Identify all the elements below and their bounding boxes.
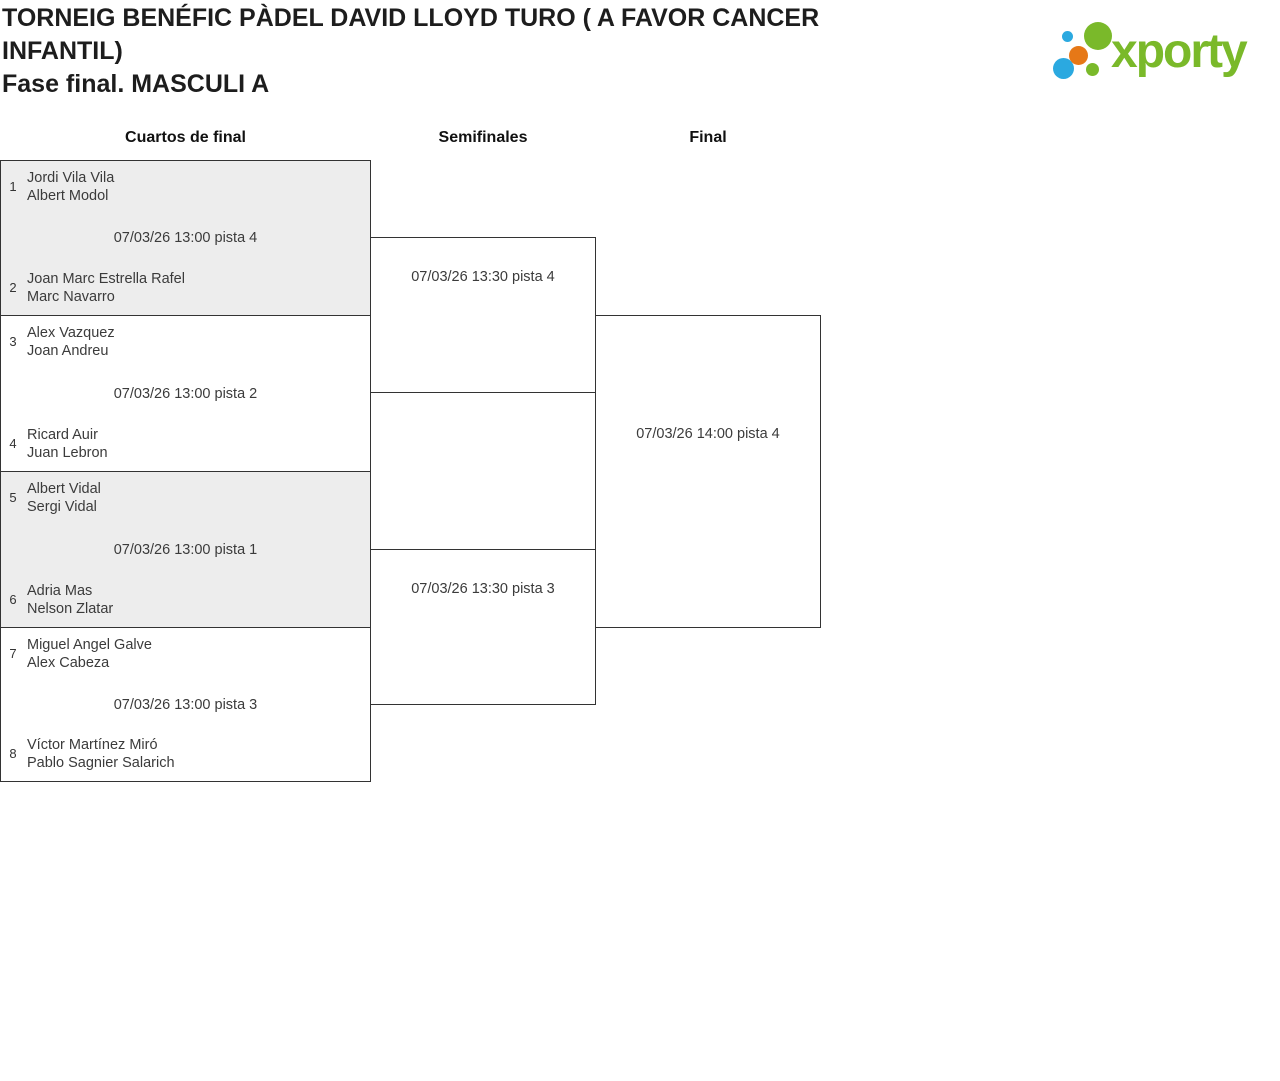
round-label-semifinales: Semifinales: [438, 129, 528, 146]
match-semifinal-2[interactable]: 07/03/26 13:30 pista 3: [370, 549, 596, 705]
player-name: Sergi Vidal: [27, 499, 97, 515]
match-quarterfinal-4[interactable]: 7 Miguel Angel Galve Alex Cabeza 07/03/2…: [0, 627, 371, 782]
player-name: Joan Andreu: [27, 343, 109, 359]
logo-dot-green-large-icon: [1084, 22, 1112, 50]
logo-dot-orange-icon: [1069, 46, 1088, 65]
match-quarterfinal-3[interactable]: 5 Albert Vidal Sergi Vidal 07/03/26 13:0…: [0, 471, 371, 628]
player-name: Miguel Angel Galve: [27, 637, 152, 653]
player-name: Pablo Sagnier Salarich: [27, 755, 175, 771]
match-schedule: 07/03/26 13:00 pista 4: [113, 230, 258, 246]
player-name: Adria Mas: [27, 583, 93, 599]
player-name: Jordi Vila Vila: [27, 170, 115, 186]
round-label-final: Final: [689, 129, 727, 146]
team-pair: Albert Vidal Sergi Vidal: [27, 480, 364, 516]
xporty-logo[interactable]: xporty: [1045, 12, 1275, 87]
logo-dot-green-small-icon: [1086, 63, 1099, 76]
player-name: Alex Vazquez: [27, 325, 115, 341]
title-line-1: TORNEIG BENÉFIC PÀDEL DAVID LLOYD TURO (…: [2, 4, 820, 32]
team-pair: Miguel Angel Galve Alex Cabeza: [27, 636, 364, 672]
match-schedule: 07/03/26 13:30 pista 4: [411, 269, 555, 285]
player-name: Albert Vidal: [27, 481, 101, 497]
seed-number-2: 2: [9, 280, 17, 295]
team-pair: Jordi Vila Vila Albert Modol: [27, 169, 364, 205]
team-pair: Adria Mas Nelson Zlatar: [27, 582, 364, 618]
phase-subtitle: Fase final. MASCULI A: [2, 70, 270, 98]
seed-number-5: 5: [9, 490, 17, 505]
team-pair: Víctor Martínez Miró Pablo Sagnier Salar…: [27, 736, 364, 772]
player-name: Albert Modol: [27, 188, 109, 204]
seed-number-3: 3: [9, 334, 17, 349]
player-name: Alex Cabeza: [27, 655, 110, 671]
tournament-title: TORNEIG BENÉFIC PÀDEL DAVID LLOYD TURO (…: [2, 2, 952, 101]
match-quarterfinal-1[interactable]: 1 Jordi Vila Vila Albert Modol 07/03/26 …: [0, 160, 371, 316]
match-schedule: 07/03/26 14:00 pista 4: [636, 426, 780, 442]
seed-number-7: 7: [9, 646, 17, 661]
match-semifinal-1[interactable]: 07/03/26 13:30 pista 4: [370, 237, 596, 393]
match-schedule: 07/03/26 13:00 pista 3: [113, 696, 258, 713]
team-pair: Joan Marc Estrella Rafel Marc Navarro: [27, 270, 364, 306]
player-name: Nelson Zlatar: [27, 601, 114, 617]
xporty-wordmark: xporty: [1111, 25, 1248, 78]
match-schedule: 07/03/26 13:00 pista 1: [113, 541, 258, 558]
match-schedule: 07/03/26 13:00 pista 2: [113, 385, 258, 402]
team-pair: Alex Vazquez Joan Andreu: [27, 324, 364, 360]
seed-number-4: 4: [9, 436, 17, 451]
seed-number-8: 8: [9, 746, 17, 761]
player-name: Marc Navarro: [27, 289, 115, 305]
round-label-cuartos-de-final: Cuartos de final: [125, 129, 246, 146]
logo-dot-blue-large-icon: [1053, 58, 1074, 79]
seed-number-1: 1: [9, 179, 17, 194]
match-quarterfinal-2[interactable]: 3 Alex Vazquez Joan Andreu 07/03/26 13:0…: [0, 315, 371, 472]
player-name: Joan Marc Estrella Rafel: [27, 271, 185, 287]
player-name: Ricard Auir: [27, 427, 98, 443]
team-pair: Ricard Auir Juan Lebron: [27, 426, 364, 462]
player-name: Juan Lebron: [27, 445, 108, 461]
title-line-2: INFANTIL): [2, 37, 123, 65]
seed-number-6: 6: [9, 592, 17, 607]
player-name: Víctor Martínez Miró: [27, 737, 158, 753]
match-final[interactable]: 07/03/26 14:00 pista 4: [595, 315, 821, 628]
match-schedule: 07/03/26 13:30 pista 3: [411, 581, 555, 597]
logo-dot-blue-small-icon: [1062, 31, 1073, 42]
